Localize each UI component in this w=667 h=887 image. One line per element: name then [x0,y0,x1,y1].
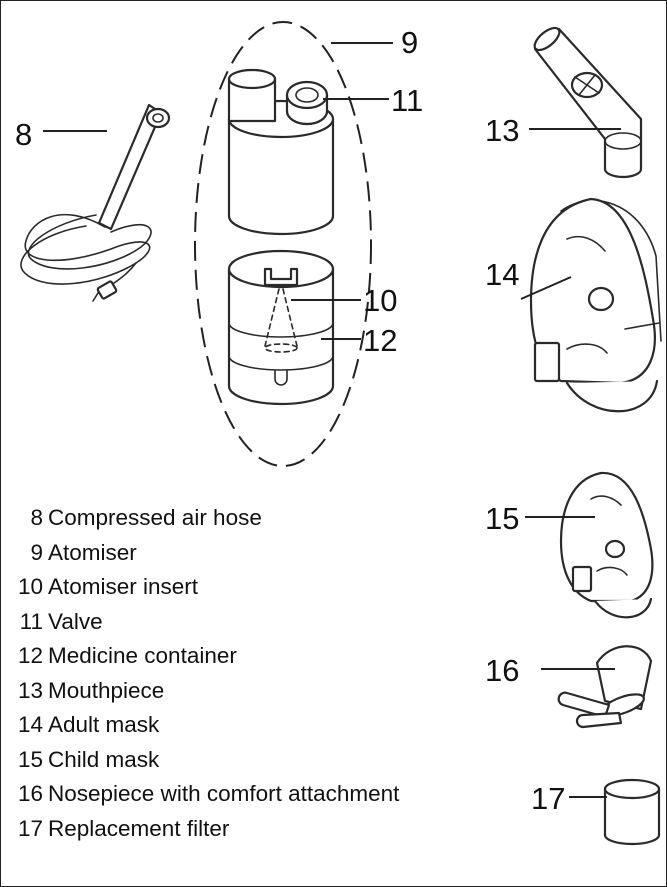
legend-number: 14 [17,712,43,737]
callout-8: 8 [15,117,33,152]
callout-17: 17 [531,781,566,816]
legend-number: 17 [17,815,43,841]
legend-label: Nosepiece with comfort attachment [48,781,400,806]
legend-label: Adult mask [48,712,160,737]
legend-number: 8 [30,505,43,530]
child-mask-illustration [559,471,654,619]
leader-line-14 [520,276,572,300]
atomiser-group-outline [194,21,372,467]
atomiser-top-illustration [227,68,335,236]
callout-10: 10 [363,283,398,318]
callout-9: 9 [401,25,419,60]
mouthpiece-illustration [533,26,643,179]
legend-label: Atomiser insert [48,574,199,599]
legend-label: Compressed air hose [48,505,262,530]
callout-15: 15 [485,501,520,536]
callout-16: 16 [485,653,520,688]
compressed-air-hose-illustration [20,103,171,302]
nosepiece-illustration [557,645,653,729]
legend-label: Medicine container [48,643,237,668]
callout-12: 12 [363,323,398,358]
legend-number: 9 [30,539,43,565]
adult-mask-illustration [529,197,662,413]
legend-number: 12 [17,643,43,668]
legend-label: Replacement filter [48,815,230,841]
legend-number: 15 [17,746,43,772]
legend-number: 11 [19,608,43,634]
medicine-container-illustration [227,249,335,406]
callout-13: 13 [485,113,520,148]
callout-11: 11 [391,83,424,118]
legend-number: 13 [17,677,43,703]
replacement-filter-illustration [603,778,661,846]
callout-14: 14 [485,257,520,292]
legend-number: 16 [17,781,43,806]
legend-label: Atomiser [48,539,137,565]
legend-number: 10 [17,574,43,599]
legend-label: Valve [48,608,103,634]
legend-label: Mouthpiece [48,677,165,703]
legend-label: Child mask [48,746,160,772]
